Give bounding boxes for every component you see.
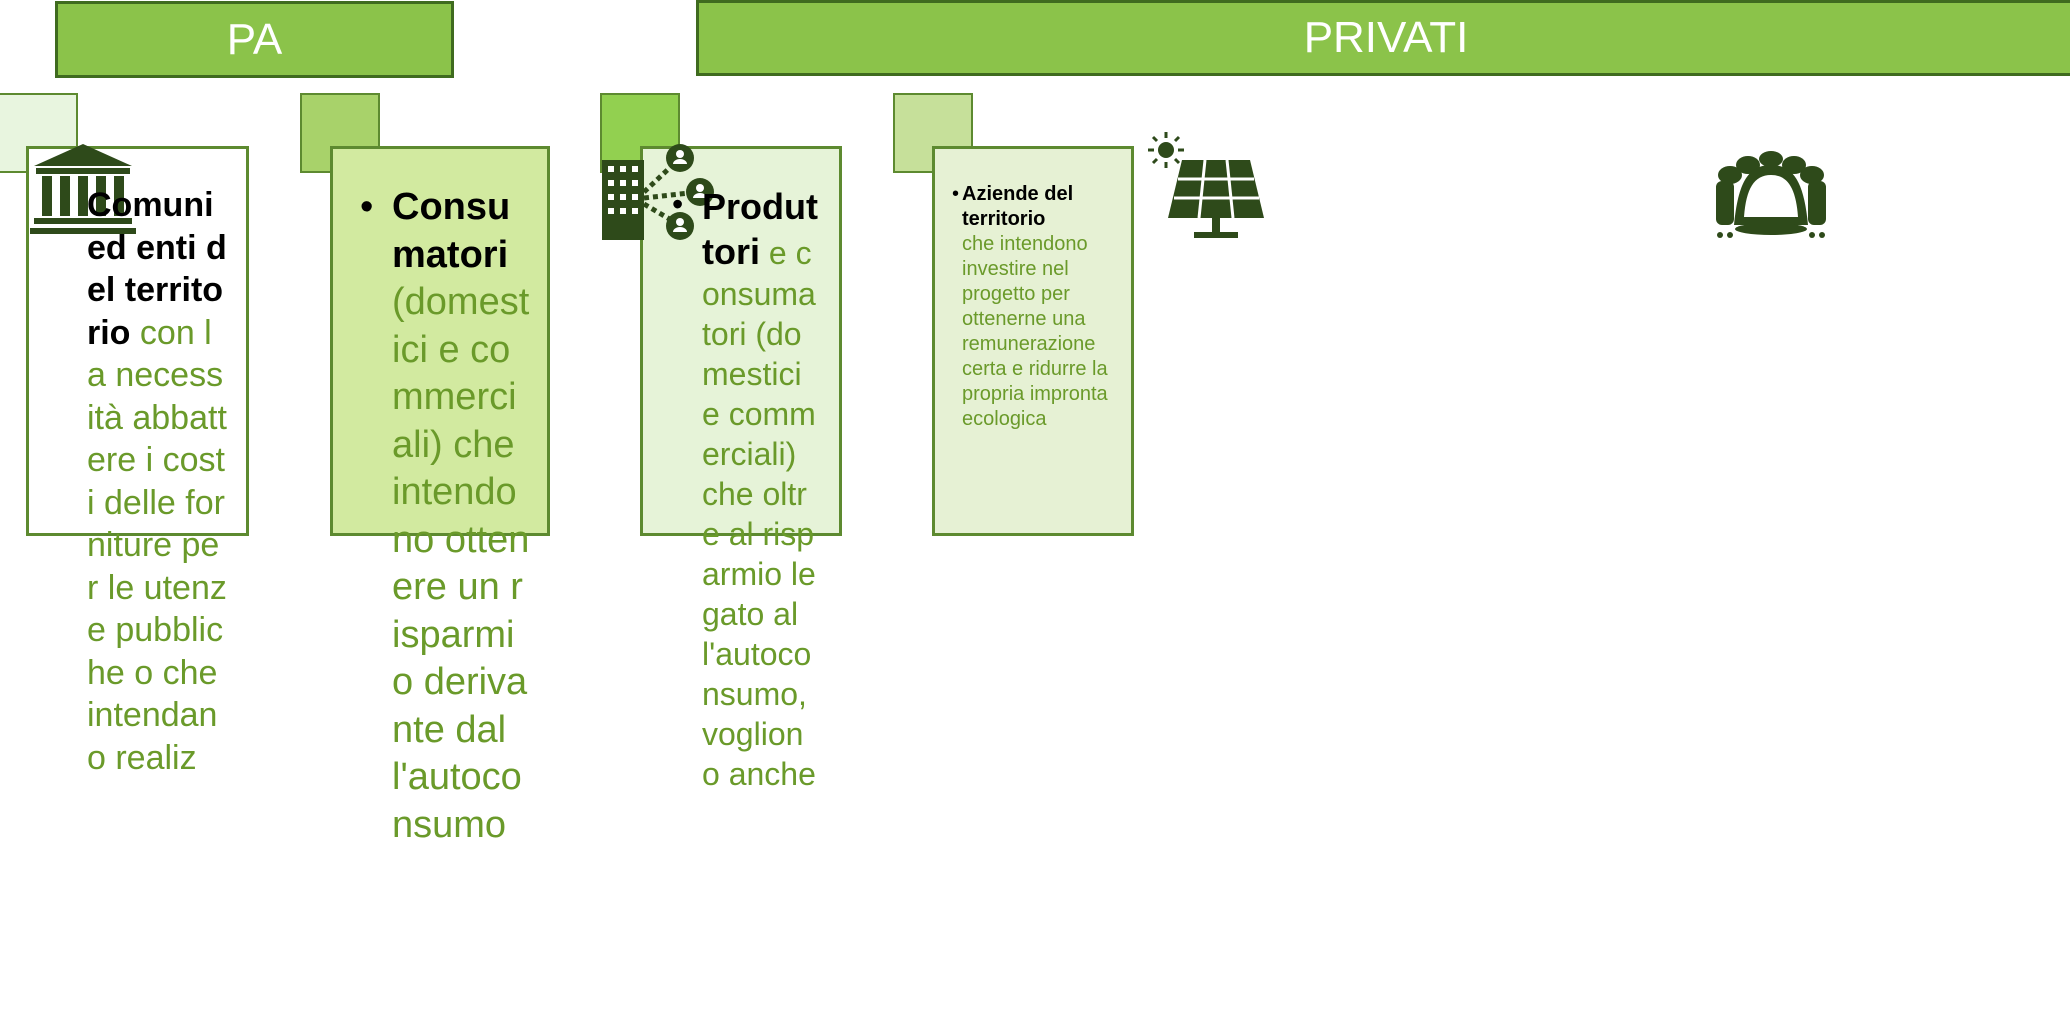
card-aziende — [932, 146, 1134, 536]
column-produttori-body: e consumatori (domestici e commerciali) … — [702, 235, 816, 792]
column-aziende-text: • Aziende del territorio che intendono i… — [952, 182, 1124, 432]
card-produttori — [640, 146, 842, 536]
column-comuni-text: Comuni ed enti del territorio con la nec… — [87, 184, 229, 779]
meeting-table-icon — [1708, 145, 1834, 239]
column-consumatori-body: (domestici e commerciali) che intendono … — [392, 281, 530, 846]
column-produttori-title: Produttori — [702, 186, 818, 272]
header-pa-label: PA — [226, 14, 283, 64]
office-network-icon — [598, 142, 720, 242]
column-produttori-text: • Produttori e consumatori (domestici e … — [672, 184, 820, 794]
column-aziende-body: che intendono investire nel progetto per… — [962, 233, 1108, 430]
column-aziende-title: Aziende del territorio — [962, 183, 1074, 230]
column-consumatori-title: Consumatori — [392, 186, 511, 276]
solar-panel-icon — [1148, 130, 1268, 242]
column-aziende-bullet: • — [952, 183, 960, 205]
column-consumatori-bullet: • — [360, 186, 374, 228]
card-consumatori — [330, 146, 550, 536]
header-pa: PA — [55, 1, 454, 78]
column-comuni-title: Comuni ed enti del territorio — [87, 186, 227, 352]
building-columns-icon — [28, 142, 138, 238]
header-privati: PRIVATI — [696, 0, 2070, 76]
column-comuni-body: con la necessità abbattere i costi delle… — [87, 313, 227, 777]
header-privati-label: PRIVATI — [1303, 13, 1469, 62]
column-consumatori-text: • Consumatori (domestici e commerciali) … — [360, 184, 530, 849]
column-produttori-bullet: • — [672, 186, 684, 222]
